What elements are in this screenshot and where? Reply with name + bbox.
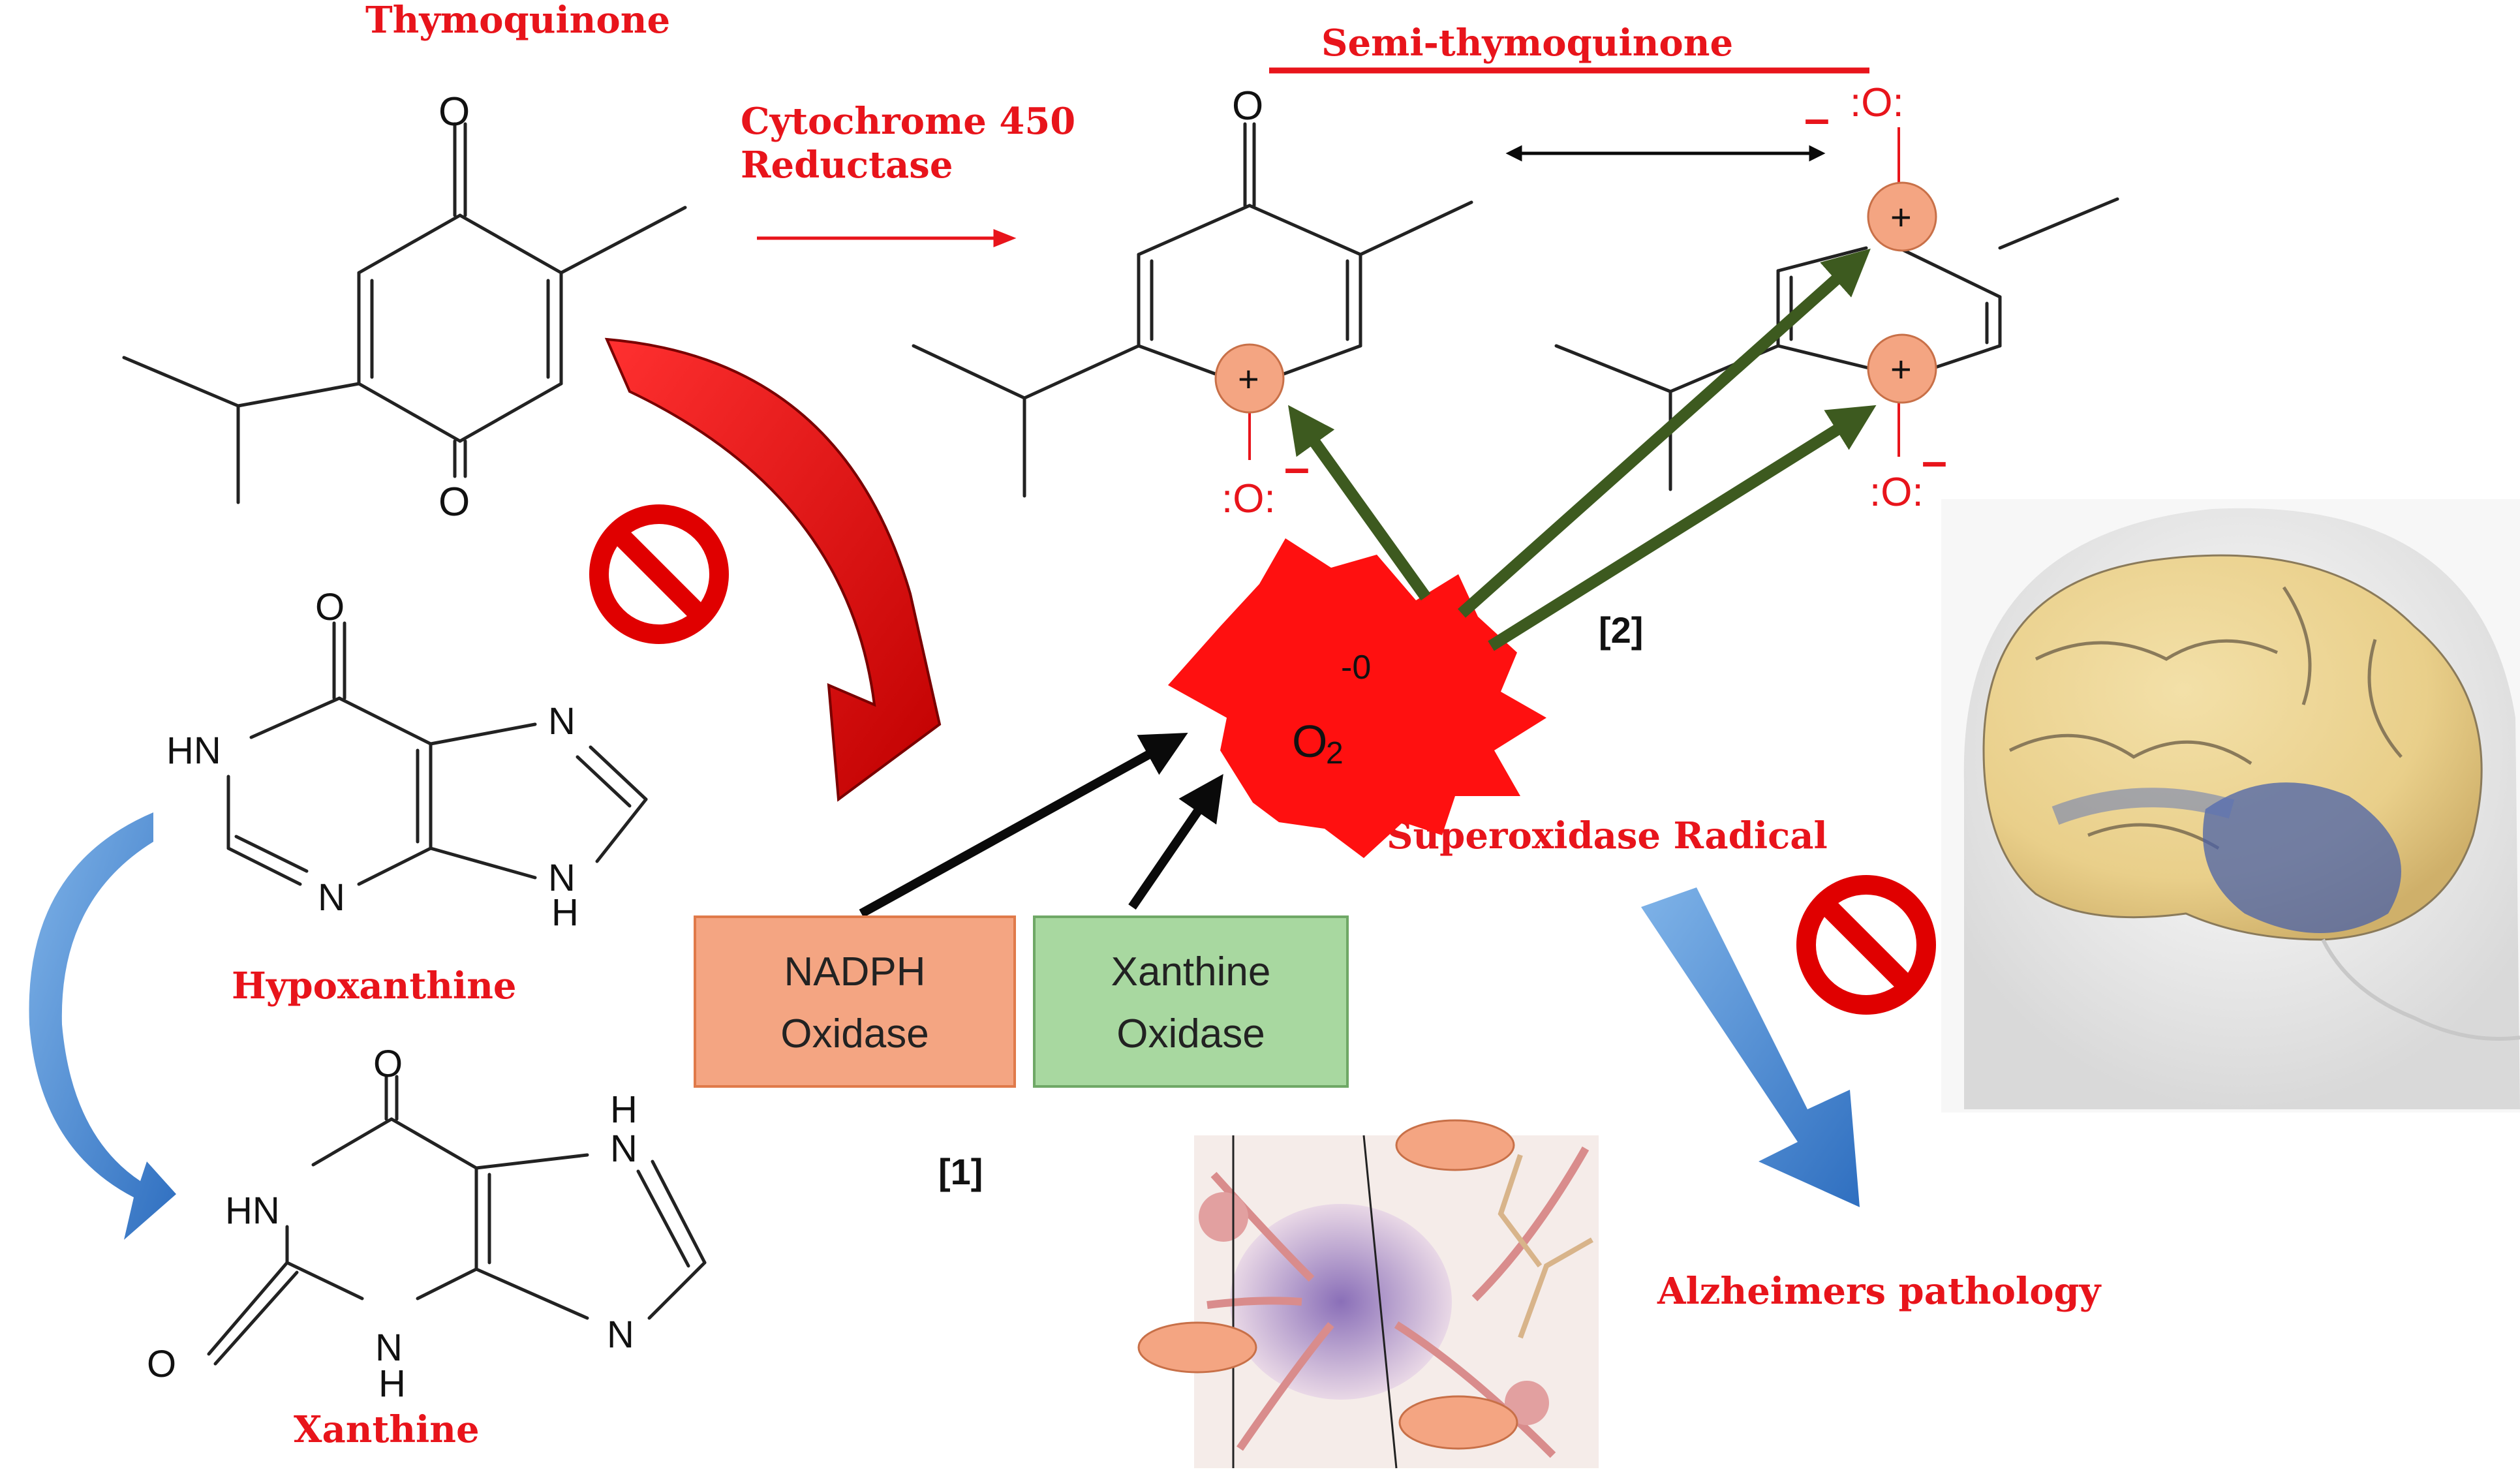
superoxide-subscript: 2 (1326, 736, 1344, 771)
reference-2: [2] (1599, 609, 1643, 651)
inhibition-curved-arrow (604, 337, 942, 802)
hypoxanthine-n-right: N (548, 700, 576, 743)
xanthine-box-line2: Oxidase (1116, 1011, 1265, 1056)
explosion-star-icon (1168, 538, 1546, 858)
xanthine-oxygen-top: O (373, 1043, 403, 1085)
semi-right-radical-center-bottom (1867, 333, 1937, 404)
semi-left-minus-charge: – (1284, 442, 1310, 493)
semi-right-radical-center-top (1867, 181, 1937, 252)
brain-illustration (1941, 499, 2520, 1113)
hypoxanthine-structure: O HN N N N H (166, 586, 648, 934)
prohibition-icon (589, 504, 729, 644)
enzyme-label-line2: Reductase (741, 144, 953, 187)
alzheimers-pathology-label: Alzheimers pathology (1657, 1270, 2102, 1313)
metabolism-curved-arrow (29, 812, 176, 1240)
semi-left-oxygen-top: O (1232, 84, 1263, 129)
thymoquinone-structure: O O (122, 89, 687, 525)
xanthine-n-top: N (610, 1128, 638, 1170)
black-arrow-nadph (859, 733, 1188, 918)
semi-thymoquinone-label: Semi-thymoquinone (1321, 22, 1733, 65)
semi-right-plus-sign-bottom: + (1890, 348, 1912, 390)
nadph-oxidase-box: NADPH Oxidase (694, 915, 1016, 1088)
semi-right-minus-charge-top: – (1804, 93, 1830, 144)
xanthine-structure: O HN O N H H N N (147, 1043, 707, 1405)
xanthine-h-top: H (610, 1088, 638, 1131)
xanthine-oxidase-box: Xanthine Oxidase (1033, 915, 1349, 1088)
pathology-arrow (1641, 887, 1860, 1207)
xanthine-oxygen-bottom: O (147, 1343, 176, 1385)
hypoxanthine-label: Hypoxanthine (232, 964, 517, 1007)
prohibition-icon-alzheimers (1796, 875, 1936, 1015)
hypoxanthine-n-lower: N (548, 857, 576, 899)
superoxide-symbol: O (1292, 716, 1327, 767)
thymoquinone-oxygen-top: O (438, 89, 470, 134)
thymoquinone-oxygen-bottom: O (438, 480, 470, 525)
nadph-box-line1: NADPH (784, 949, 925, 994)
xanthine-hn-left: HN (225, 1190, 280, 1232)
semi-left-oxygen-radical: :O: (1222, 476, 1276, 521)
green-arrow-to-right-top-radical (1458, 249, 1871, 618)
xanthine-box-line1: Xanthine (1111, 949, 1271, 994)
xanthine-label: Xanthine (294, 1408, 480, 1451)
hypoxanthine-oxygen: O (315, 586, 345, 628)
superoxide-charge: -0 (1341, 649, 1371, 686)
thymoquinone-label: Thymoquinone (365, 0, 670, 42)
black-arrow-xanthine-oxidase (1128, 774, 1223, 910)
xanthine-n-bottom: N (375, 1327, 403, 1369)
semi-left-plus-sign: + (1238, 358, 1259, 399)
xanthine-n-right: N (607, 1314, 634, 1356)
hypoxanthine-h: H (551, 891, 579, 934)
semi-right-oxygen-radical-bottom: :O: (1869, 470, 1924, 515)
semi-right-oxygen-radical-top: :O: (1850, 80, 1904, 125)
enzyme-label-line1: Cytochrome 450 (741, 100, 1075, 143)
neuron-plaque-illustration (1137, 1119, 1599, 1469)
nadph-box-line2: Oxidase (780, 1011, 929, 1056)
green-arrow-to-left-radical (1288, 405, 1431, 601)
green-arrow-to-right-bottom-radical (1488, 405, 1877, 651)
hypoxanthine-hn: HN (166, 730, 221, 772)
reference-1: [1] (938, 1151, 983, 1192)
xanthine-h-bottom: H (378, 1362, 406, 1405)
hypoxanthine-n-bottom: N (318, 876, 345, 919)
semi-thymoquinone-left: O + :O: – (912, 84, 1473, 521)
semi-left-radical-center (1214, 343, 1285, 414)
semi-thymoquinone-right: :O: – + + :O: – (1554, 80, 2119, 515)
semi-right-plus-sign-top: + (1890, 196, 1912, 238)
superoxidase-radical-label: Superoxidase Radical (1387, 814, 1828, 857)
semi-right-minus-charge-bottom: – (1922, 435, 1947, 486)
